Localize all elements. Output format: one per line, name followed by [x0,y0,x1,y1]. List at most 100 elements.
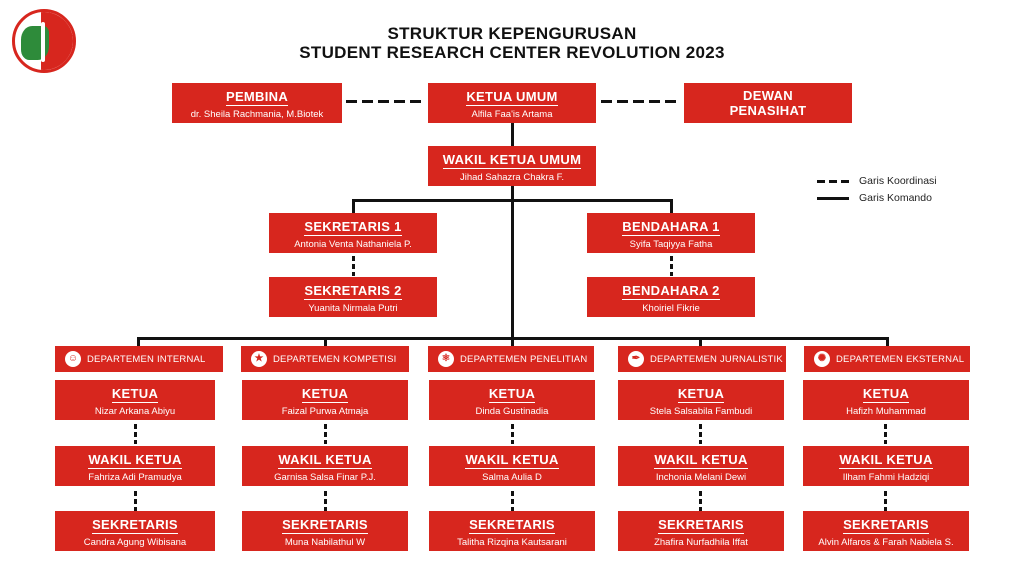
dept-jurnalistik-ketua-name: Stela Salsabila Fambudi [649,406,753,417]
coord-line-dept2-a [324,424,327,444]
dept-kompetisi-sekretaris-name: Muna Nabilathul W [284,537,366,548]
dept-internal-sekretaris-title: SEKRETARIS [92,517,178,534]
pembina-box: PEMBINA dr. Sheila Rachmania, M.Biotek [172,83,342,123]
legend-solid-swatch [817,196,849,200]
internal-icon: ☺ [65,351,81,367]
dept-penelitian-sekretaris-title: SEKRETARIS [469,517,555,534]
coord-line-dept2-b [324,491,327,511]
dept-eksternal-sekretaris-title: SEKRETARIS [843,517,929,534]
legend-coordination-label: Garis Koordinasi [859,175,937,187]
dept-kompetisi-ketua-title: KETUA [301,386,349,403]
dept-kompetisi-wakil-title: WAKIL KETUA [278,452,372,469]
dept-penelitian-wakil-title: WAKIL KETUA [465,452,559,469]
dept-jurnalistik-header: ✒ DEPARTEMEN JURNALISTIK [618,346,786,372]
command-line-secretariat [352,199,673,202]
coord-line-dept5-b [884,491,887,511]
dept-jurnalistik-wakil-name: Inchonia Melani Dewi [655,472,747,483]
logo-emblem [41,22,45,62]
dept-jurnalistik-sekretaris-name: Zhafira Nurfadhila Iffat [654,537,748,548]
dewan-title-line2: PENASIHAT [729,103,807,118]
coord-line-dept1-b [134,491,137,511]
wakil-ketua-umum-title: WAKIL KETUA UMUM [442,152,582,169]
sekretaris-2-box: SEKRETARIS 2 Yuanita Nirmala Putri [269,277,437,317]
dewan-title-line1: DEWAN [743,88,793,103]
dept-internal-sekretaris-name: Candra Agung Wibisana [83,537,187,548]
dept-jurnalistik-ketua-box: KETUA Stela Salsabila Fambudi [618,380,784,420]
dept-penelitian-header: ⚛ DEPARTEMEN PENELITIAN [428,346,594,372]
bendahara-1-title: BENDAHARA 1 [622,219,720,236]
dept-internal-sekretaris-box: SEKRETARIS Candra Agung Wibisana [55,511,215,551]
dept-kompetisi-sekretaris-title: SEKRETARIS [282,517,368,534]
wakil-ketua-umum-name: Jihad Sahazra Chakra F. [459,172,565,183]
command-line-bendahara [670,199,673,213]
dept-kompetisi-wakil-box: WAKIL KETUA Garnisa Salsa Finar P.J. [242,446,408,486]
dept-kompetisi-header: ★ DEPARTEMEN KOMPETISI [241,346,409,372]
bendahara-1-name: Syifa Taqiyya Fatha [629,239,713,250]
dept-internal-label: DEPARTEMEN INTERNAL [87,353,206,365]
coord-line-dept1-a [134,424,137,444]
src-logo [12,9,76,73]
dept-internal-ketua-title: KETUA [111,386,159,403]
dept-eksternal-header: ✺ DEPARTEMEN EKSTERNAL [804,346,970,372]
command-drop-4 [699,337,702,347]
dept-penelitian-ketua-name: Dinda Gustinadia [475,406,549,417]
dept-eksternal-label: DEPARTEMEN EKSTERNAL [836,353,965,365]
dept-jurnalistik-wakil-title: WAKIL KETUA [654,452,748,469]
award-icon: ★ [251,351,267,367]
dewan-penasihat-box: DEWAN PENASIHAT [684,83,852,123]
command-drop-1 [137,337,140,347]
dept-eksternal-sekretaris-name: Alvin Alfaros & Farah Nabiela S. [818,537,954,548]
dept-internal-wakil-box: WAKIL KETUA Fahriza Adi Pramudya [55,446,215,486]
dept-kompetisi-ketua-name: Faizal Purwa Atmaja [281,406,369,417]
bendahara-2-title: BENDAHARA 2 [622,283,720,300]
dept-kompetisi-label: DEPARTEMEN KOMPETISI [273,353,397,365]
command-drop-2 [324,337,327,347]
bendahara-2-name: Khoiriel Fikrie [642,303,700,314]
sekretaris-1-box: SEKRETARIS 1 Antonia Venta Nathaniela P. [269,213,437,253]
chart-title-line1: STRUKTUR KEPENGURUSAN [387,24,637,43]
dept-jurnalistik-sekretaris-title: SEKRETARIS [658,517,744,534]
command-drop-5 [886,337,889,347]
sekretaris-1-name: Antonia Venta Nathaniela P. [294,239,412,250]
coord-line-bendahara [670,256,673,276]
network-icon: ✺ [814,351,830,367]
dept-penelitian-sekretaris-box: SEKRETARIS Talitha Rizqina Kautsarani [429,511,595,551]
ketua-umum-box: KETUA UMUM Alfila Faa'is Artama [428,83,596,123]
dept-internal-wakil-name: Fahriza Adi Pramudya [88,472,182,483]
pen-icon: ✒ [628,351,644,367]
coord-line-sekretaris [352,256,355,276]
dept-penelitian-sekretaris-name: Talitha Rizqina Kautsarani [457,537,567,548]
sekretaris-2-title: SEKRETARIS 2 [304,283,402,300]
dept-penelitian-wakil-box: WAKIL KETUA Salma Aulia D [429,446,595,486]
dept-eksternal-ketua-box: KETUA Hafizh Muhammad [803,380,969,420]
dept-jurnalistik-ketua-title: KETUA [677,386,725,403]
dept-jurnalistik-sekretaris-box: SEKRETARIS Zhafira Nurfadhila Iffat [618,511,784,551]
dept-kompetisi-ketua-box: KETUA Faizal Purwa Atmaja [242,380,408,420]
dept-eksternal-wakil-box: WAKIL KETUA Ilham Fahmi Hadziqi [803,446,969,486]
coord-line-dewan [601,100,677,103]
dept-penelitian-label: DEPARTEMEN PENELITIAN [460,353,588,365]
dept-internal-header: ☺ DEPARTEMEN INTERNAL [55,346,223,372]
coord-line-pembina [346,100,422,103]
dept-jurnalistik-wakil-box: WAKIL KETUA Inchonia Melani Dewi [618,446,784,486]
legend-command: Garis Komando [817,192,932,204]
command-line-main [511,120,514,340]
dept-penelitian-ketua-title: KETUA [488,386,536,403]
ketua-umum-name: Alfila Faa'is Artama [471,109,553,120]
ketua-umum-title: KETUA UMUM [466,89,558,106]
pembina-name: dr. Sheila Rachmania, M.Biotek [190,109,324,120]
dept-kompetisi-sekretaris-box: SEKRETARIS Muna Nabilathul W [242,511,408,551]
dept-eksternal-ketua-title: KETUA [862,386,910,403]
command-drop-3 [511,337,514,347]
legend-coordination: Garis Koordinasi [817,175,937,187]
dept-penelitian-wakil-name: Salma Aulia D [482,472,542,483]
dept-eksternal-wakil-title: WAKIL KETUA [839,452,933,469]
atom-icon: ⚛ [438,351,454,367]
coord-line-dept4-a [699,424,702,444]
sekretaris-1-title: SEKRETARIS 1 [304,219,402,236]
dept-jurnalistik-label: DEPARTEMEN JURNALISTIK [650,353,783,365]
wakil-ketua-umum-box: WAKIL KETUA UMUM Jihad Sahazra Chakra F. [428,146,596,186]
legend-dashed-swatch [817,179,849,183]
coord-line-dept3-b [511,491,514,511]
coord-line-dept5-a [884,424,887,444]
